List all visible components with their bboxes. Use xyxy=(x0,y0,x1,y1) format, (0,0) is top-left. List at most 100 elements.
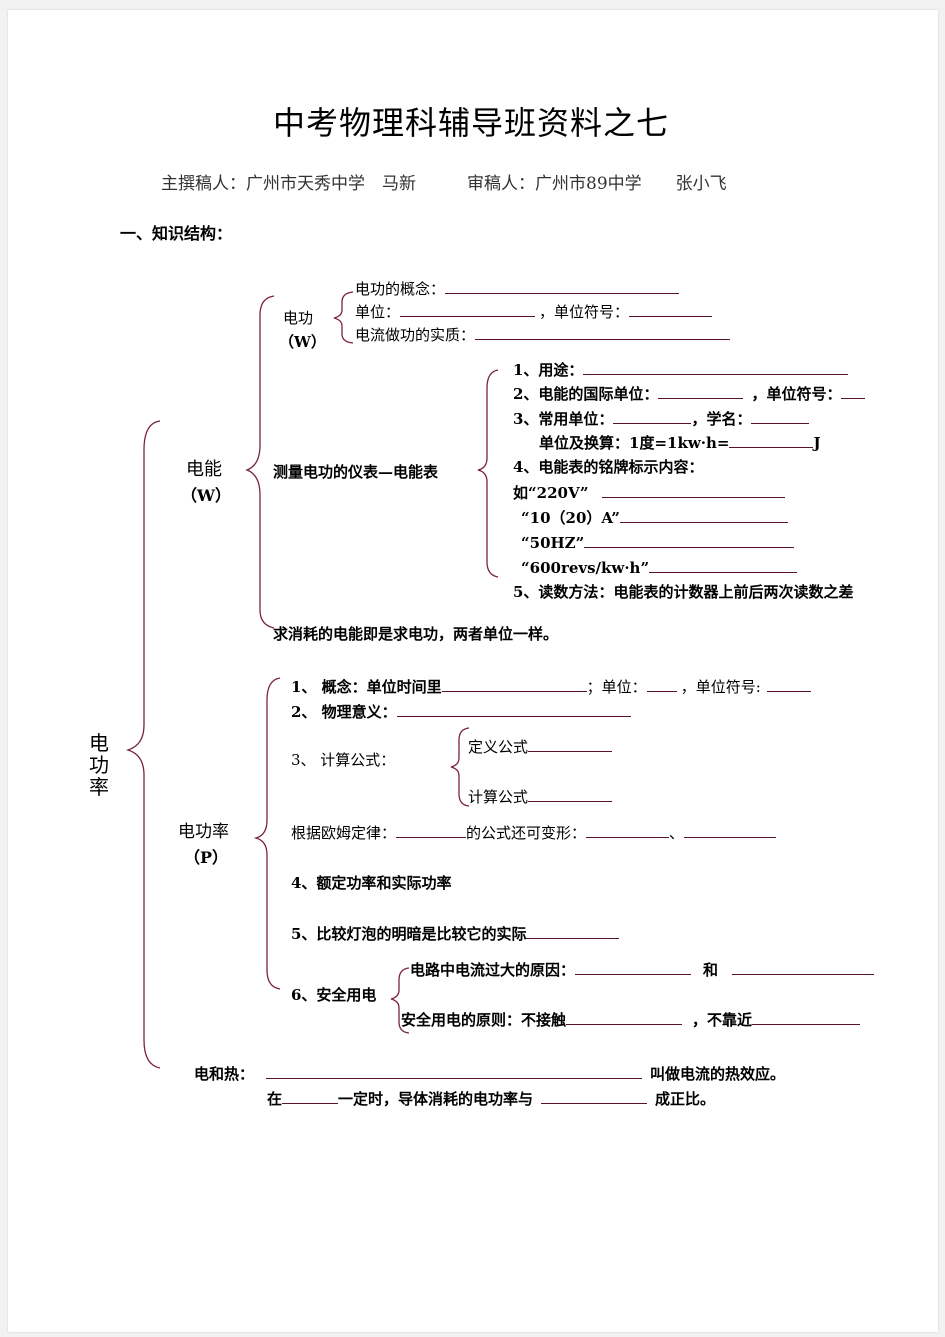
def-formula-label: 定义公式 xyxy=(468,738,529,756)
meter-conversion-blank[interactable] xyxy=(729,432,814,448)
work-essence-row: 电流做功的实质： xyxy=(355,324,731,345)
energy-brace xyxy=(245,295,275,629)
safety-brace xyxy=(390,967,410,1034)
heat-line2-blank-2[interactable] xyxy=(541,1088,648,1104)
power-symbol-label: ，单位符号: xyxy=(680,678,761,696)
meter-intl-symbol-blank[interactable] xyxy=(841,383,866,399)
meter-rating2-blank[interactable] xyxy=(619,507,788,523)
ohm-transform-label: 的公式还可变形： xyxy=(466,824,587,842)
def-formula-blank[interactable] xyxy=(528,736,613,752)
power-meaning-blank[interactable] xyxy=(396,701,631,717)
document-title: 中考物理科辅导班资料之七 xyxy=(273,104,670,142)
compare-row: 5、比较灯泡的明暗是比较它的实际 xyxy=(291,923,620,944)
work-symbol: （W） xyxy=(279,333,326,351)
meter-rating4-row: “600revs/kw·h” xyxy=(521,557,798,578)
work-unit-row: 单位：，单位符号： xyxy=(355,301,713,322)
work-concept-blank[interactable] xyxy=(445,278,680,294)
document-page: 中考物理科辅导班资料之七 主撰稿人：广州市天秀中学 马新 审稿人：广州市89中学… xyxy=(8,10,938,1332)
section-heading: 一、知识结构： xyxy=(120,224,233,243)
compare-blank[interactable] xyxy=(526,923,620,939)
authors-line: 主撰稿人：广州市天秀中学 马新 审稿人：广州市89中学 张小飞 xyxy=(161,174,727,194)
power-concept-label: 1、 概念：单位时间里 xyxy=(291,678,442,696)
meter-reading: 5、读数方法：电能表的计数器上前后两次读数之差 xyxy=(513,583,854,601)
meter-rating1-row: 如“220V” xyxy=(513,482,786,503)
cause-and: 和 xyxy=(703,961,719,979)
ohm-row: 根据欧姆定律： 的公式还可变形： 、 xyxy=(291,822,777,843)
meter-rating4-label: “600revs/kw·h” xyxy=(521,559,650,577)
principle-blank-1[interactable] xyxy=(566,1009,683,1025)
heat-effect: 叫做电流的热效应。 xyxy=(650,1065,786,1083)
ohm-transform-blank-1[interactable] xyxy=(586,822,670,838)
power-label: 电功率 xyxy=(178,822,229,842)
cause-label: 电路中电流过大的原因： xyxy=(410,961,576,979)
work-essence-blank[interactable] xyxy=(475,324,731,340)
meter-use-label: 1、用途： xyxy=(513,361,584,379)
meter-nameplate: 4、电能表的铭牌标示内容： xyxy=(513,458,704,476)
heat-line2-b: 一定时，导体消耗的电功率与 xyxy=(338,1090,534,1108)
heat-line2: 在一定时，导体消耗的电功率与成正比。 xyxy=(267,1088,715,1109)
heat-line2-c: 成正比。 xyxy=(655,1090,716,1108)
compare-label: 5、比较灯泡的明暗是比较它的实际 xyxy=(291,925,527,943)
meter-brace xyxy=(477,369,499,578)
meter-conversion-row: 单位及换算：1度=1kw·h= J xyxy=(539,432,821,453)
meter-intl-symbol-label: ，单位符号： xyxy=(751,385,842,403)
meter-rating1-label: 如“220V” xyxy=(513,484,589,502)
calc-formula-blank[interactable] xyxy=(528,786,613,802)
meter-conversion-unit: J xyxy=(813,434,821,452)
power-concept-row: 1、 概念：单位时间里 ；单位： ，单位符号: xyxy=(291,676,811,697)
cause-row: 电路中电流过大的原因： 和 xyxy=(410,959,875,980)
heat-label: 电和热： xyxy=(194,1065,255,1083)
power-concept-blank[interactable] xyxy=(441,676,587,692)
meter-sci-blank[interactable] xyxy=(751,408,810,424)
heat-line2-blank-1[interactable] xyxy=(282,1088,339,1104)
work-unit-blank[interactable] xyxy=(400,301,536,317)
def-formula-row: 定义公式 xyxy=(468,736,613,757)
meter-label: 测量电功的仪表—电能表 xyxy=(273,463,439,481)
work-brace xyxy=(333,291,354,344)
calc-formula-row: 计算公式 xyxy=(468,786,613,807)
power-unit-blank[interactable] xyxy=(646,676,677,692)
ohm-separator: 、 xyxy=(669,824,685,842)
cause-blank-1[interactable] xyxy=(575,959,692,975)
meter-sci-label: ，学名： xyxy=(691,410,752,428)
meter-rating1-blank[interactable] xyxy=(602,482,786,498)
meter-intl-blank[interactable] xyxy=(658,383,744,399)
power-meaning-label: 2、 物理意义： xyxy=(291,703,397,721)
principle-not-near: ，不靠近 xyxy=(692,1011,753,1029)
power-brace xyxy=(253,677,281,990)
formula-brace xyxy=(450,727,470,807)
principle-blank-2[interactable] xyxy=(752,1009,861,1025)
power-formula-label: 3、 计算公式： xyxy=(291,751,396,769)
energy-symbol: （W） xyxy=(181,486,231,505)
principle-label: 安全用电的原则：不接触 xyxy=(401,1011,567,1029)
tree-braces xyxy=(125,291,499,1069)
meter-conversion-label: 单位及换算：1度=1kw·h= xyxy=(539,434,730,452)
meter-common-row: 3、常用单位： ，学名： xyxy=(513,408,810,429)
meter-use-blank[interactable] xyxy=(583,359,849,375)
meter-common-blank[interactable] xyxy=(613,408,692,424)
work-unit-symbol-blank[interactable] xyxy=(629,301,713,317)
power-symbol: （P） xyxy=(184,848,229,867)
ohm-label: 根据欧姆定律： xyxy=(291,824,397,842)
work-unit-symbol-label: ，单位符号： xyxy=(539,303,630,321)
meter-rating3-label: “50HZ” xyxy=(521,534,585,552)
meter-rating3-blank[interactable] xyxy=(584,532,795,548)
heat-blank[interactable] xyxy=(266,1063,643,1079)
root-label: 电功率 xyxy=(89,731,109,799)
ohm-blank[interactable] xyxy=(396,822,467,838)
energy-label: 电能 xyxy=(186,459,222,480)
calc-formula-label: 计算公式 xyxy=(468,788,529,806)
meter-intl-label: 2、电能的国际单位： xyxy=(513,385,659,403)
cause-blank-2[interactable] xyxy=(732,959,875,975)
power-symbol-blank[interactable] xyxy=(766,676,811,692)
meter-rating2-label: “10（20）A” xyxy=(521,509,620,527)
root-brace xyxy=(125,420,161,1069)
work-label: 电功 xyxy=(283,309,314,327)
ohm-transform-blank-2[interactable] xyxy=(684,822,777,838)
energy-note: 求消耗的电能即是求电功，两者单位一样。 xyxy=(273,625,559,643)
meter-common-label: 3、常用单位： xyxy=(513,410,614,428)
rated-power: 4、额定功率和实际功率 xyxy=(291,874,452,892)
power-unit-label: ；单位： xyxy=(586,678,647,696)
meter-intl-row: 2、电能的国际单位： ，单位符号： xyxy=(513,383,866,404)
meter-rating4-blank[interactable] xyxy=(649,557,798,573)
